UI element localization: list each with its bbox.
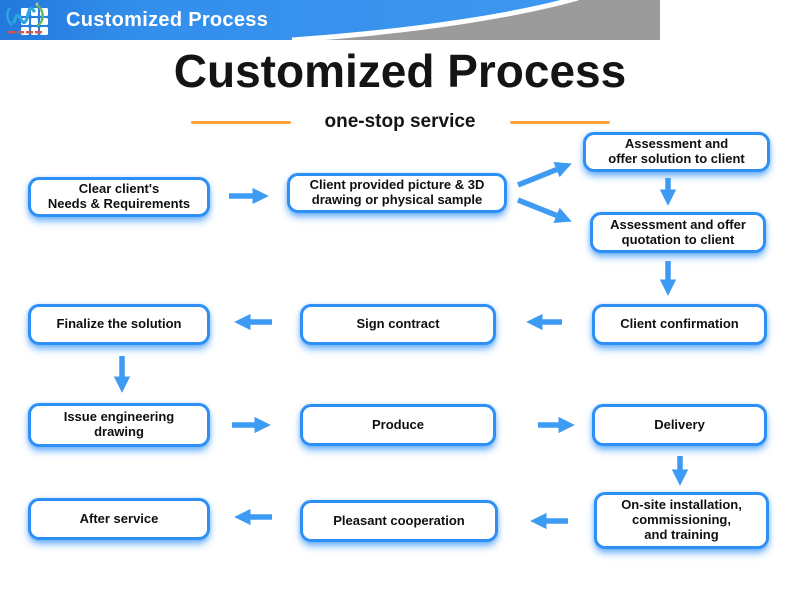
flow-node-sign-contract: Sign contract xyxy=(300,304,496,345)
flow-node-onsite-installation: On-site installation, commissioning, and… xyxy=(594,492,769,549)
flow-node-produce: Produce xyxy=(300,404,496,446)
page-title: Customized Process xyxy=(173,45,627,97)
top-bar-background xyxy=(0,0,660,40)
flow-node-delivery: Delivery xyxy=(592,404,767,446)
subtitle-divider-left xyxy=(190,120,291,124)
subtitle-row: one-stop service xyxy=(0,108,800,136)
flow-node-pleasant-cooperation: Pleasant cooperation xyxy=(300,500,498,542)
top-bar: Customized Process xyxy=(0,0,800,40)
subtitle-divider-right xyxy=(509,120,610,124)
flow-node-client-provided: Client provided picture & 3D drawing or … xyxy=(287,173,507,213)
flow-node-offer-solution: Assessment and offer solution to client xyxy=(583,132,770,172)
logo-icon xyxy=(6,2,44,34)
flow-node-after-service: After service xyxy=(28,498,210,540)
flow-node-offer-quotation: Assessment and offer quotation to client xyxy=(590,212,766,253)
page-subtitle: one-stop service xyxy=(324,111,476,132)
arrow-provided-to-solution xyxy=(516,161,572,188)
flow-node-issue-drawing: Issue engineering drawing xyxy=(28,403,210,447)
arrow-provided-to-quotation xyxy=(516,197,572,224)
flow-node-finalize-solution: Finalize the solution xyxy=(28,304,210,345)
flow-node-client-confirmation: Client confirmation xyxy=(592,304,767,345)
flow-node-clear-needs: Clear client's Needs & Requirements xyxy=(28,177,210,217)
topbar-title: Customized Process xyxy=(66,9,269,31)
